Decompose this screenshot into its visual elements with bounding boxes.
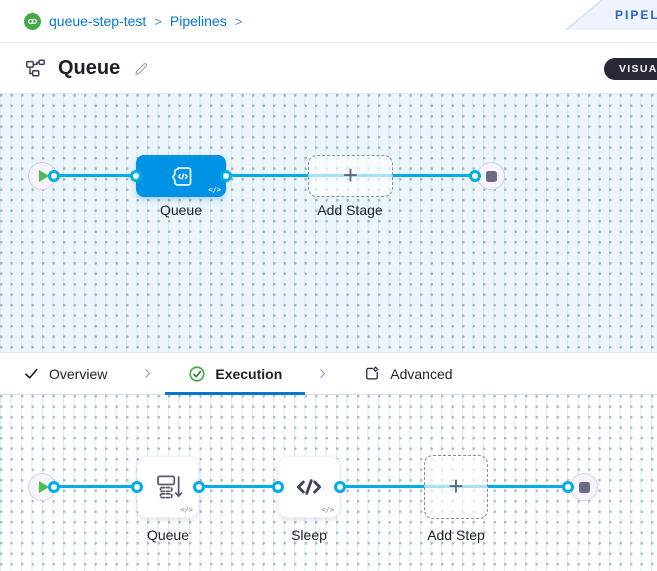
connector-port: [131, 481, 143, 493]
tab-execution-label: Execution: [215, 365, 283, 382]
pipeline-end-node: [477, 162, 505, 190]
play-icon: [38, 170, 49, 182]
stage-config-tabs: Overview Execution Advanced: [0, 352, 657, 395]
advanced-settings-icon: [366, 365, 379, 380]
ribbon-label: PIPELINE STUDIO: [615, 8, 657, 22]
visual-yaml-toggle[interactable]: VISUAL: [604, 58, 657, 80]
check-circle-icon: [189, 365, 205, 382]
connector-port: [193, 481, 205, 493]
check-icon: [25, 368, 38, 379]
tab-advanced-label: Advanced: [390, 365, 453, 382]
connector-port: [220, 170, 232, 182]
connector-port: [48, 481, 60, 493]
project-icon: [24, 12, 41, 30]
breadcrumb-pipelines-link[interactable]: Pipelines: [169, 13, 227, 29]
step-label: Sleep: [291, 527, 327, 543]
connector-port: [469, 170, 481, 182]
code-badge: </>: [180, 506, 193, 514]
breadcrumb: queue-step-test > Pipelines >: [0, 0, 657, 43]
pipeline-studio-ribbon: PIPELINE STUDIO: [565, 0, 657, 30]
stop-icon: [485, 170, 497, 182]
breadcrumb-project-link[interactable]: queue-step-test: [49, 13, 147, 29]
play-icon: [38, 481, 49, 493]
stage-label: Queue: [159, 202, 203, 218]
connector-port: [130, 170, 142, 182]
add-step-label: Add Step: [427, 527, 485, 543]
stage-node-queue[interactable]: </>: [136, 155, 226, 197]
tab-overview[interactable]: Overview: [23, 353, 107, 394]
tab-execution[interactable]: Execution: [165, 353, 306, 395]
sleep-step-icon: [296, 479, 322, 495]
chevron-right-icon: [316, 367, 329, 380]
step-node-sleep[interactable]: </>: [278, 456, 340, 518]
add-stage-label: Add Stage: [317, 202, 383, 218]
connector-port: [334, 481, 346, 493]
pipeline-icon: [26, 59, 45, 77]
breadcrumb-separator: >: [154, 13, 162, 29]
connector-port: [272, 481, 284, 493]
add-step-button[interactable]: +: [424, 455, 488, 519]
breadcrumb-separator: >: [234, 13, 243, 29]
step-node-queue[interactable]: </>: [137, 456, 199, 518]
connector-port: [562, 481, 574, 493]
stop-icon: [578, 481, 590, 493]
tab-advanced[interactable]: Advanced: [363, 353, 453, 394]
chevron-right-icon: [141, 367, 154, 380]
stage-canvas[interactable]: </> Queue + Add Stage: [0, 94, 657, 352]
title-bar: Queue VISUAL: [0, 43, 657, 94]
page-title: Queue: [58, 56, 121, 79]
add-stage-button[interactable]: +: [308, 155, 393, 197]
code-badge: </>: [321, 506, 334, 514]
stage-connector-line: [42, 174, 488, 177]
plus-icon: +: [448, 471, 464, 501]
tab-overview-label: Overview: [49, 365, 108, 382]
link-icon: [28, 18, 37, 24]
plus-icon: +: [342, 160, 359, 190]
step-label: Queue: [146, 527, 190, 543]
connector-port: [48, 170, 60, 182]
execution-step-canvas[interactable]: </> Queue </> Sleep + Add Step: [0, 395, 657, 571]
ci-stage-icon: [171, 166, 191, 186]
execution-start-node: [28, 473, 56, 501]
execution-end-node: [570, 473, 598, 501]
queue-step-icon: [157, 475, 183, 499]
code-badge: </>: [208, 186, 221, 194]
edit-pencil-icon[interactable]: [133, 60, 150, 77]
